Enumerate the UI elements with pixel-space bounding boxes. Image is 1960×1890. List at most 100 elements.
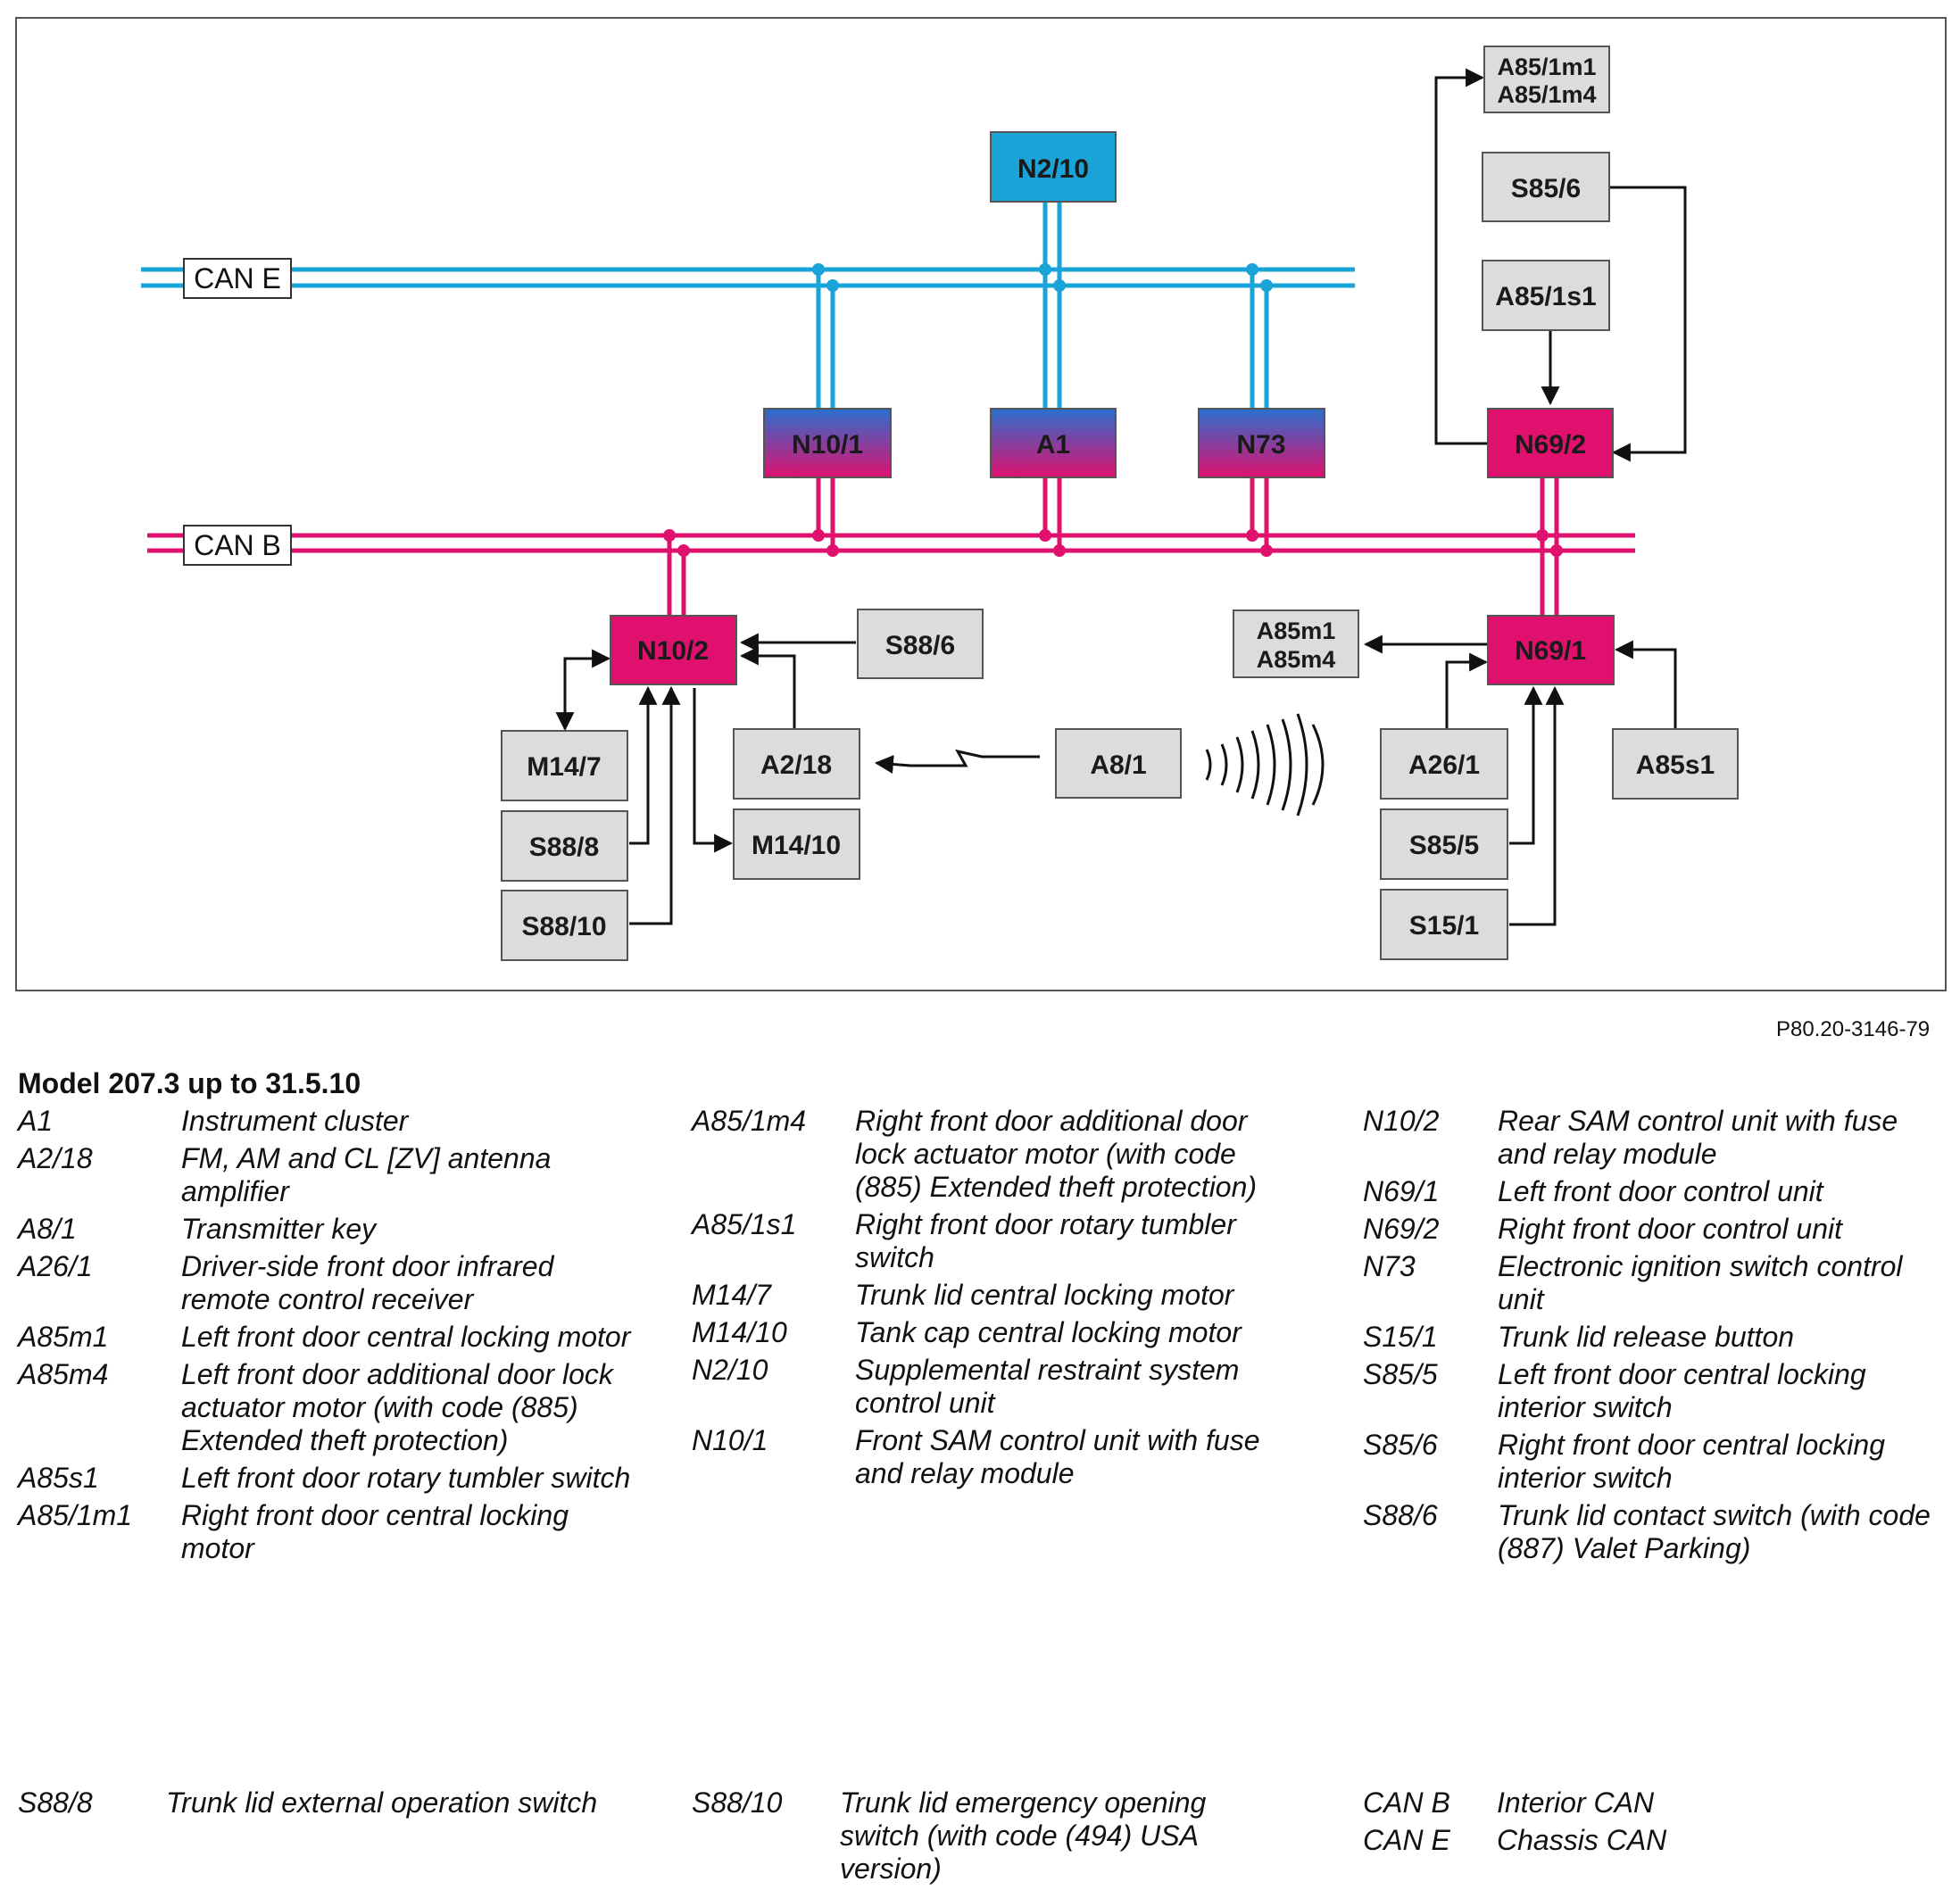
a1-box (990, 408, 1117, 478)
legend-code: S88/6 (1363, 1499, 1438, 1531)
legend-code: N69/1 (1363, 1175, 1440, 1207)
svg-text:M14/10: M14/10 (752, 831, 841, 860)
can-e-connections (816, 202, 1269, 409)
legend-code: N10/2 (1363, 1105, 1440, 1137)
legend-entry: N10/2 Rear SAM control unit with fuse and… (1363, 1105, 1952, 1171)
legend-description: Supplemental restraint system control un… (855, 1354, 1240, 1419)
legend-description: Chassis CAN (1497, 1824, 1667, 1856)
legend-code: N73 (1363, 1250, 1416, 1282)
can-b-label: CAN B (194, 529, 281, 561)
legend-description: Transmitter key (181, 1213, 377, 1245)
m14-10-box (733, 808, 860, 880)
legend-code: N69/2 (1363, 1213, 1440, 1245)
svg-text:S15/1: S15/1 (1409, 911, 1479, 941)
legend-code: S85/5 (1363, 1358, 1438, 1390)
s85-5-box (1380, 808, 1508, 880)
s88-10-box (501, 890, 628, 961)
legend-description: Left front door additional door lock act… (181, 1358, 613, 1456)
svg-text:A1: A1 (1036, 430, 1070, 460)
legend-entry: CAN E Chassis CAN (1363, 1824, 1952, 1857)
can-e-label: CAN E (194, 262, 281, 294)
svg-text:S88/10: S88/10 (521, 912, 606, 941)
legend-description: Left front door central locking interior… (1498, 1358, 1866, 1423)
svg-text:N69/2: N69/2 (1515, 430, 1586, 460)
diagram-frame (15, 17, 1947, 991)
svg-text:A85s1: A85s1 (1636, 750, 1715, 780)
can-network-diagram: CAN E CAN B (15, 17, 1947, 991)
legend-code: S85/6 (1363, 1429, 1438, 1461)
legend-code: A85/1s1 (692, 1208, 797, 1240)
figure-reference: P80.20-3146-79 (1776, 1017, 1931, 1041)
legend-column-3: N10/2 Rear SAM control unit with fuse and… (1363, 1105, 1952, 1570)
svg-text:A85m4: A85m4 (1257, 646, 1336, 673)
legend-code: M14/10 (692, 1316, 787, 1348)
svg-text:M14/7: M14/7 (527, 752, 601, 782)
svg-text:N2/10: N2/10 (1017, 154, 1089, 184)
svg-text:A85/1m1: A85/1m1 (1497, 54, 1596, 80)
legend-code: A2/18 (18, 1142, 93, 1174)
a85-1m1-a85-1m4-box (1483, 46, 1610, 113)
legend-code: CAN B (1363, 1786, 1450, 1819)
svg-text:A85/1m4: A85/1m4 (1497, 81, 1596, 108)
svg-text:A26/1: A26/1 (1408, 750, 1480, 780)
legend-description: Tank cap central locking motor (855, 1316, 1242, 1348)
svg-text:A85m1: A85m1 (1257, 618, 1336, 644)
legend-description: Instrument cluster (181, 1105, 409, 1137)
s15-1-box (1380, 889, 1508, 960)
a85s1-box (1612, 728, 1739, 800)
legend-description: Trunk lid central locking motor (855, 1279, 1234, 1311)
svg-text:A85/1s1: A85/1s1 (1495, 282, 1596, 311)
legend-code: N2/10 (692, 1354, 768, 1386)
legend-description: Right front door control unit (1498, 1213, 1842, 1245)
can-b-connections (667, 477, 1559, 616)
legend-entry: A2/18 FM, AM and CL [ZV] antenna amplifie… (18, 1142, 643, 1208)
n10-2-box (610, 615, 737, 685)
svg-text:S85/5: S85/5 (1409, 831, 1479, 860)
s85-6-box (1482, 152, 1610, 222)
legend-code: A85/1m1 (18, 1499, 133, 1531)
legend-code: A1 (18, 1105, 54, 1137)
signal-lines (555, 68, 1687, 926)
legend-code: M14/7 (692, 1279, 771, 1311)
legend-description: Front SAM control unit with fuse and rel… (855, 1424, 1260, 1489)
legend-description: Right front door additional door lock ac… (855, 1105, 1258, 1203)
legend-description: Right front door central locking interio… (1498, 1429, 1885, 1494)
legend-code: S15/1 (1363, 1321, 1438, 1353)
legend-entry: S85/6 Right front door central locking in… (1363, 1429, 1952, 1495)
s88-8-box (501, 810, 628, 882)
legend-entry: A85/1m4 Right front door additional door … (692, 1105, 1290, 1204)
legend-entry: A85/1s1 Right front door rotary tumbler s… (692, 1208, 1290, 1274)
legend-description: Right front door rotary tumbler switch (855, 1208, 1236, 1273)
legend-entry: N2/10 Supplemental restraint system contr… (692, 1354, 1290, 1420)
legend-description: FM, AM and CL [ZV] antenna amplifier (181, 1142, 552, 1207)
svg-text:S85/6: S85/6 (1511, 174, 1581, 203)
legend-description: Left front door control unit (1498, 1175, 1823, 1207)
n73-box (1198, 408, 1325, 478)
legend-entry: M14/10 Tank cap central locking motor (692, 1316, 1290, 1349)
a2-18-box (733, 728, 860, 800)
svg-text:N10/2: N10/2 (637, 636, 709, 666)
legend-description: Rear SAM control unit with fuse and rela… (1498, 1105, 1898, 1170)
legend-code: S88/8 (18, 1786, 93, 1819)
s88-6-box (857, 609, 984, 679)
legend-code: A85/1m4 (692, 1105, 807, 1137)
legend-description: Driver-side front door infrared remote c… (181, 1250, 554, 1315)
n69-2-box (1487, 408, 1614, 478)
can-e-bus (141, 267, 1355, 288)
legend-description: Trunk lid emergency opening switch (with… (840, 1786, 1207, 1885)
legend-column-2: A85/1m4 Right front door additional door … (692, 1105, 1290, 1495)
legend-code: CAN E (1363, 1824, 1450, 1856)
infrared-wave-icon (1205, 713, 1325, 817)
legend-code: A85m1 (18, 1321, 109, 1353)
